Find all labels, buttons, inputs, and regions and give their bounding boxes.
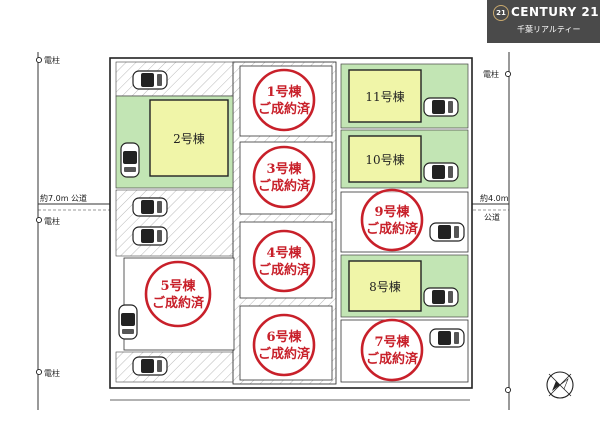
- car-icon: [429, 222, 465, 242]
- right-road-type-label: 公道: [484, 212, 500, 222]
- lot5-sold-stamp: 5号棟 ご成約済: [144, 260, 212, 328]
- lot9-name: 9号棟: [374, 204, 410, 220]
- utility-pole-markers: [35, 56, 512, 394]
- utility-pole-icon: [35, 368, 43, 376]
- lot9-sold-stamp: 9号棟 ご成約済: [360, 188, 424, 252]
- car-icon: [423, 287, 459, 307]
- utility-pole-icon: [35, 56, 43, 64]
- utility-pole-icon: [504, 70, 512, 78]
- lot9-status: ご成約済: [366, 221, 419, 237]
- car-icon: [132, 226, 168, 246]
- lot8-label: 8号棟: [369, 279, 401, 294]
- parking-strip-middle: [115, 189, 234, 257]
- utility-pole-label: 電柱: [44, 55, 60, 65]
- lot2-building: [149, 99, 229, 177]
- lot3-status: ご成約済: [258, 178, 311, 194]
- car-icon: [132, 70, 168, 90]
- lot3-name: 3号棟: [266, 161, 302, 177]
- lot7-status: ご成約済: [366, 351, 419, 367]
- lot1-name: 1号棟: [266, 84, 302, 100]
- car-icon: [132, 197, 168, 217]
- utility-pole-label: 電柱: [44, 216, 60, 226]
- lot1-sold-stamp: 1号棟 ご成約済: [252, 68, 316, 132]
- utility-pole-label: 電柱: [483, 69, 499, 79]
- car-icon: [132, 356, 168, 376]
- brand-branch: 千葉リアルティー: [517, 25, 581, 34]
- road-lines: [37, 52, 510, 410]
- lot6-name: 6号棟: [266, 329, 302, 345]
- lot6-status: ご成約済: [258, 346, 311, 362]
- utility-pole-icon: [504, 386, 512, 394]
- car-icon: [423, 162, 459, 182]
- lot3-sold-stamp: 3号棟 ご成約済: [252, 145, 316, 209]
- car-icon: [423, 97, 459, 117]
- lot10-label: 10号棟: [365, 152, 404, 167]
- lot10-building: [348, 135, 422, 183]
- lot1-status: ご成約済: [258, 101, 311, 117]
- lot7-name: 7号棟: [374, 334, 410, 350]
- brand-badge: 21: [493, 5, 509, 21]
- lot8-building: [348, 260, 422, 312]
- lot11-label: 11号棟: [365, 89, 404, 104]
- right-road-width-label: 約4.0m: [480, 193, 509, 203]
- compass-icon: [546, 371, 574, 399]
- brand-name: CENTURY 21: [511, 5, 600, 19]
- utility-pole-icon: [35, 216, 43, 224]
- lot5-status: ご成約済: [152, 295, 205, 311]
- left-road-label: 約7.0m 公道: [40, 193, 87, 203]
- lot5-name: 5号棟: [160, 278, 196, 294]
- lot7-sold-stamp: 7号棟 ご成約済: [360, 318, 424, 382]
- lot4-status: ご成約済: [258, 262, 311, 278]
- lot11-building: [348, 69, 422, 123]
- car-icon: [118, 304, 138, 340]
- lot4-sold-stamp: 4号棟 ご成約済: [252, 229, 316, 293]
- utility-pole-label: 電柱: [44, 368, 60, 378]
- brand-logo: 21 CENTURY 21 千葉リアルティー: [487, 0, 600, 43]
- lot2-label: 2号棟: [173, 131, 205, 146]
- lot4-name: 4号棟: [266, 245, 302, 261]
- lot6-sold-stamp: 6号棟 ご成約済: [252, 313, 316, 377]
- car-icon: [120, 142, 140, 178]
- car-icon: [429, 328, 465, 348]
